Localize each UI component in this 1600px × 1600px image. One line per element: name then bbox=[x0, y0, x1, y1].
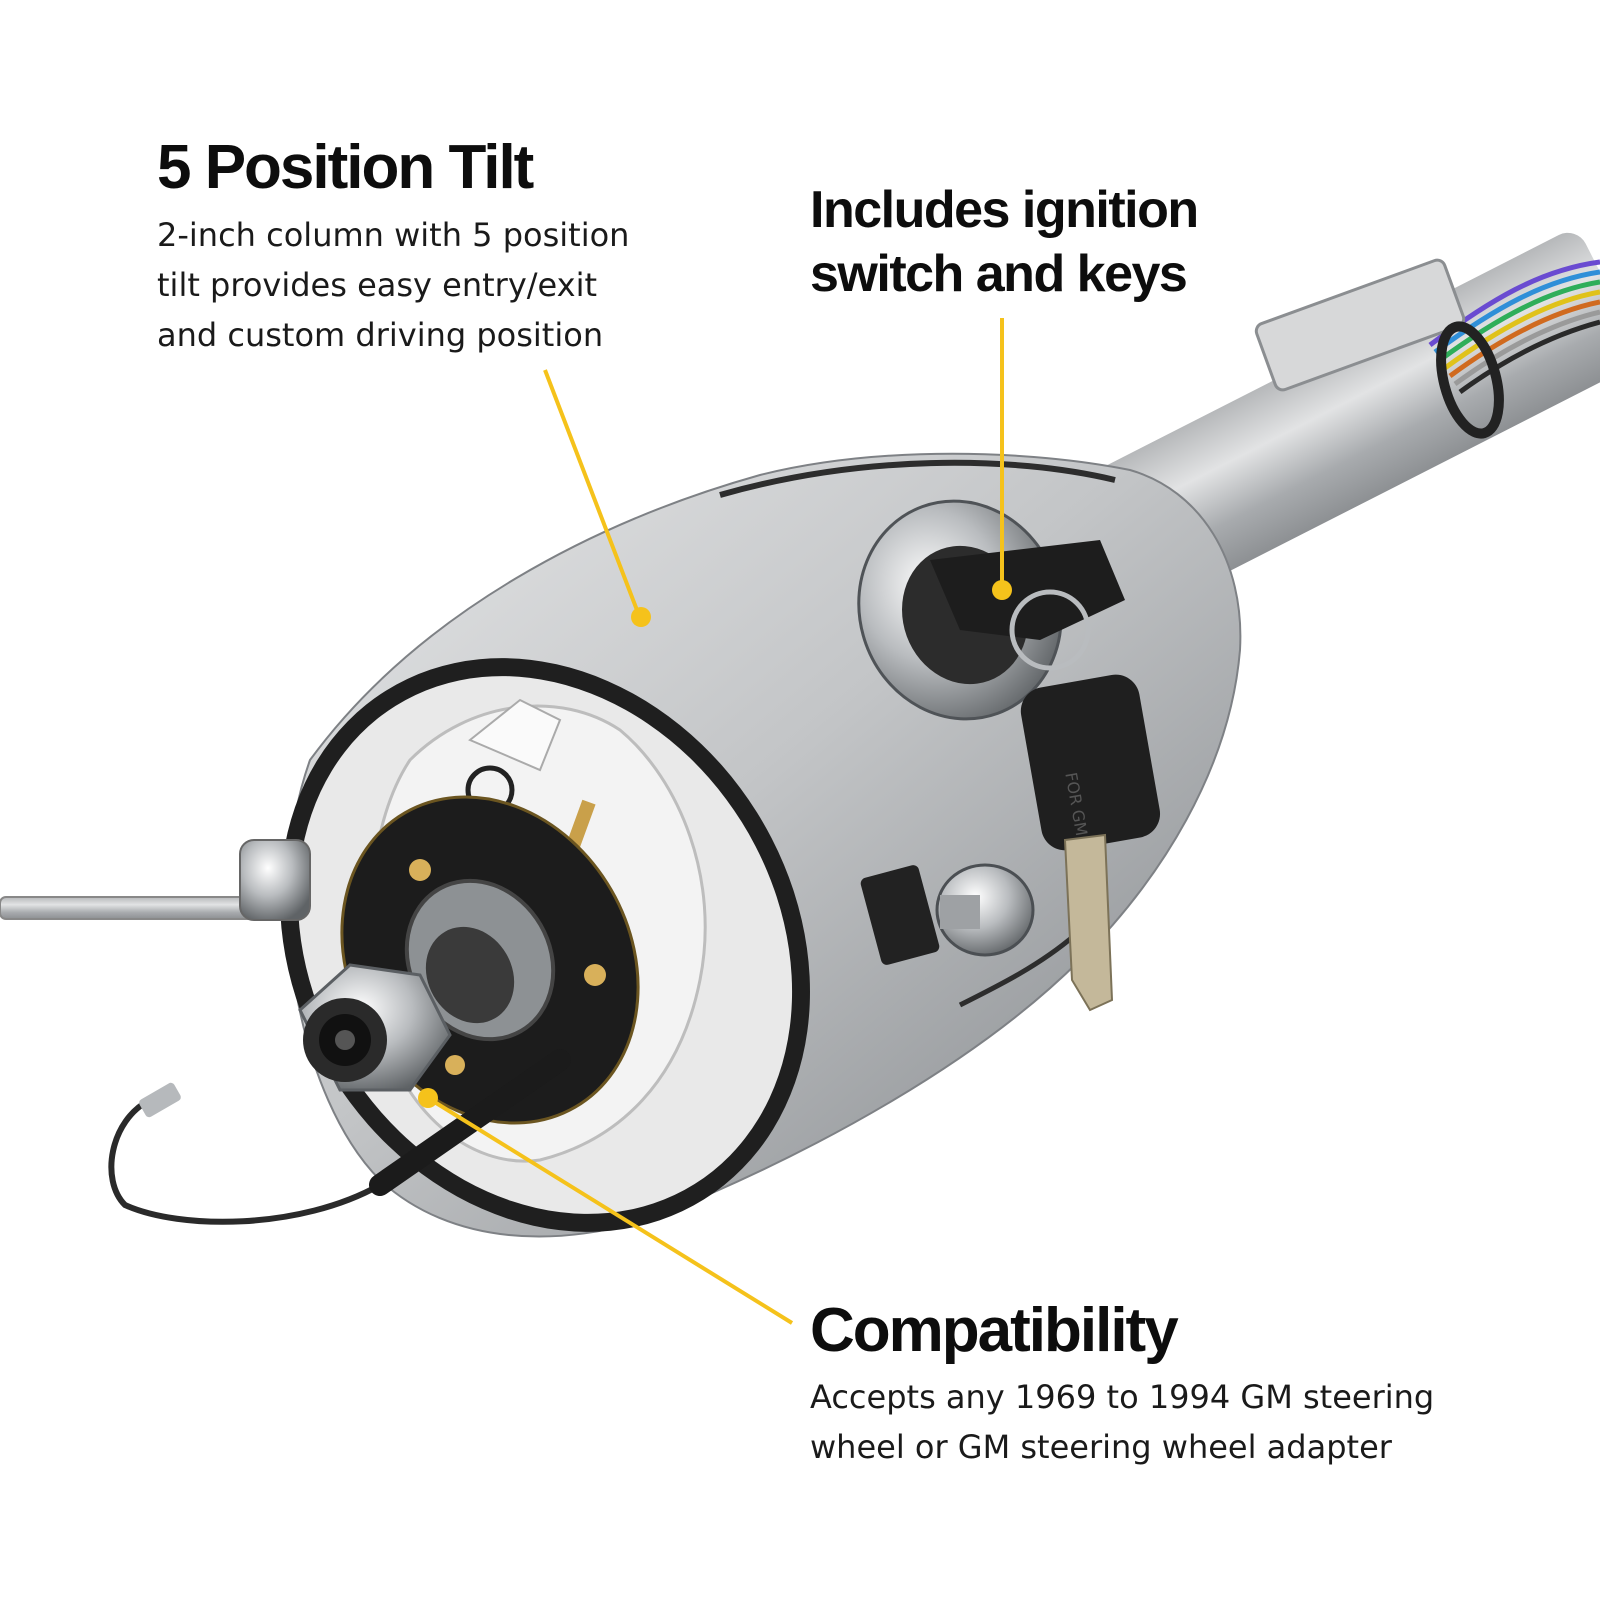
tilt-callout-dot bbox=[631, 607, 651, 627]
turn-signal-lever bbox=[0, 839, 311, 921]
compat-callout-line bbox=[426, 1096, 794, 1325]
compat-callout-title: Compatibility bbox=[810, 1296, 1179, 1365]
ignition-callout-dot bbox=[992, 580, 1012, 600]
compat-desc-line-1: Accepts any 1969 to 1994 GM steering bbox=[810, 1378, 1435, 1416]
callout-lines bbox=[418, 318, 1012, 1325]
compat-callout-description: Accepts any 1969 to 1994 GM steering whe… bbox=[810, 1372, 1434, 1472]
ignition-title-line-2: switch and keys bbox=[810, 245, 1188, 303]
hazard-knob bbox=[860, 863, 1035, 965]
tilt-callout-title: 5 Position Tilt bbox=[157, 133, 534, 202]
mounting-bracket bbox=[1254, 258, 1504, 439]
steering-shaft-nut bbox=[298, 963, 452, 1092]
ignition-callout-title: Includes ignition switch and keys bbox=[810, 178, 1199, 306]
tilt-callout-line bbox=[543, 369, 642, 619]
column-tube bbox=[1084, 232, 1600, 607]
tilt-desc-line-1: 2-inch column with 5 position bbox=[157, 216, 630, 254]
ignition-title-line-1: Includes ignition bbox=[810, 181, 1199, 239]
ignition-keys: FOR GM bbox=[930, 540, 1161, 1012]
tilt-callout-description: 2-inch column with 5 position tilt provi… bbox=[157, 210, 629, 360]
tilt-desc-line-2: tilt provides easy entry/exit bbox=[157, 266, 598, 304]
compat-callout-dot bbox=[418, 1088, 438, 1108]
tilt-desc-line-3: and custom driving position bbox=[157, 316, 604, 354]
compat-desc-line-2: wheel or GM steering wheel adapter bbox=[810, 1428, 1392, 1466]
